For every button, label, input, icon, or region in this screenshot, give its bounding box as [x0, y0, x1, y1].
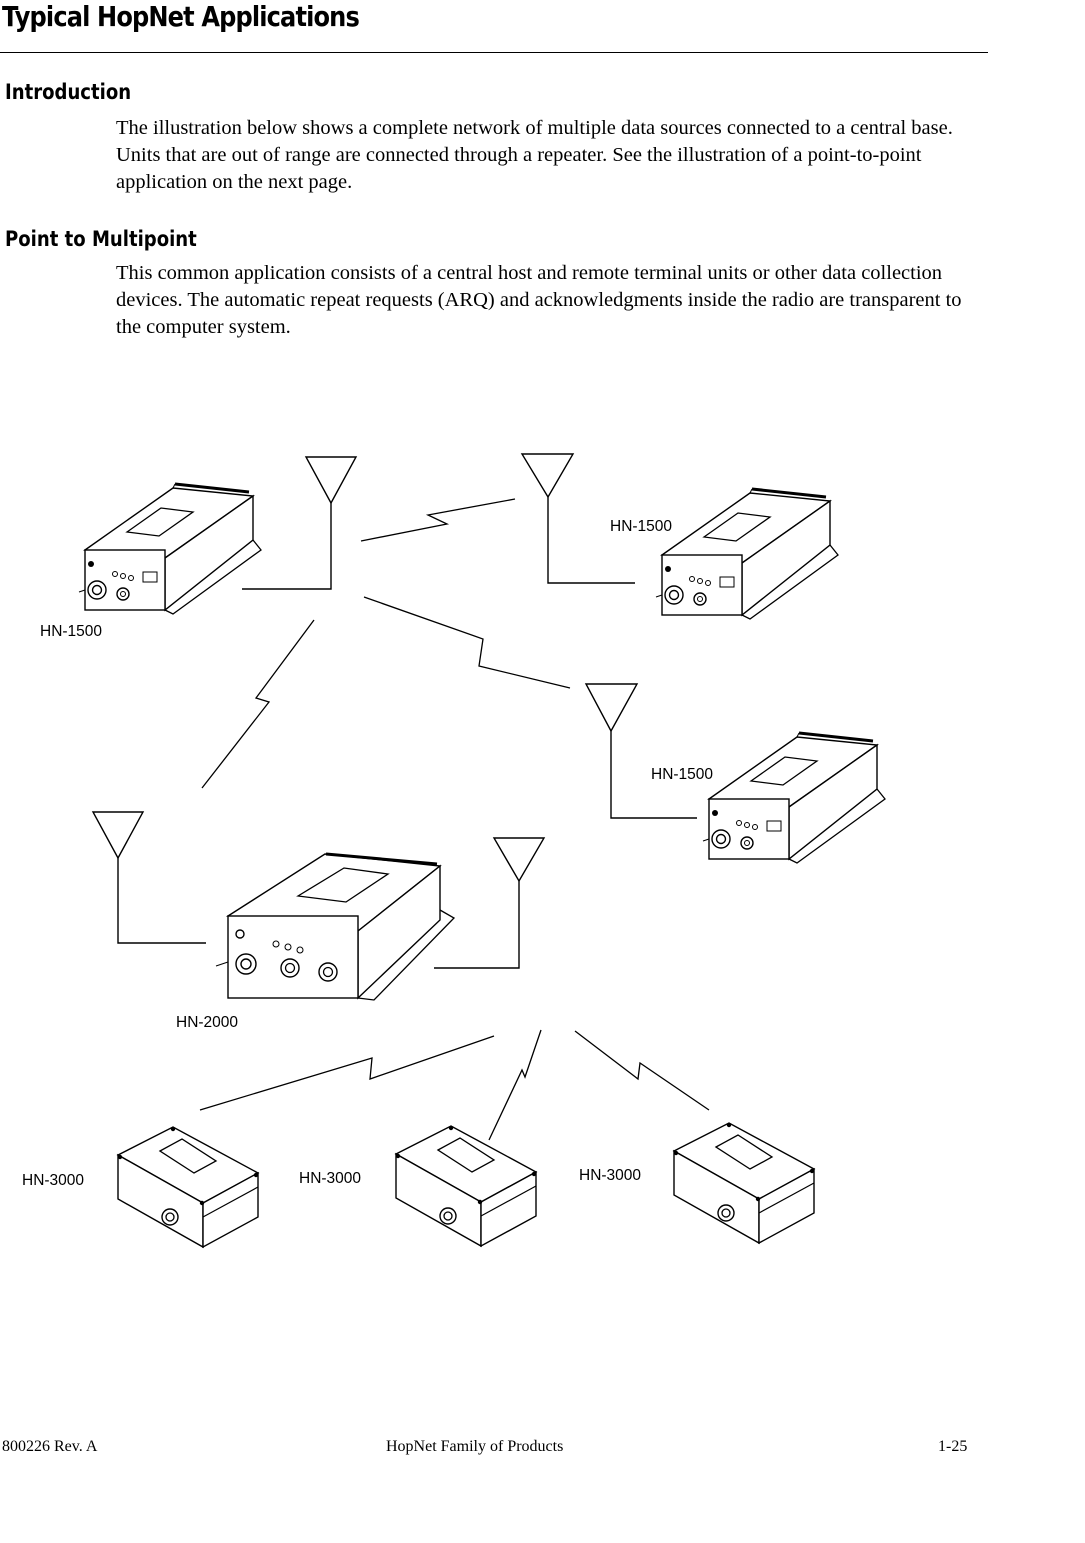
hn3000-remote-1	[117, 1126, 259, 1248]
hn1500-radio-left	[77, 482, 263, 616]
antenna-symbols	[91, 453, 639, 883]
label-hn3000-1: HN-3000	[22, 1172, 84, 1189]
hn3000-remote-2	[395, 1125, 537, 1247]
footer-doc-number: 800226 Rev. A	[2, 1438, 98, 1455]
label-hn1500-left: HN-1500	[40, 623, 102, 640]
section-heading-point-to-multipoint: Point to Multipoint	[5, 227, 197, 251]
radio-links	[199, 498, 710, 1141]
paragraph-introduction: The illustration below shows a complete …	[116, 117, 953, 193]
paragraph-point-to-multipoint: This common application consists of a ce…	[116, 262, 962, 338]
label-hn1500-mid-right: HN-1500	[651, 766, 713, 783]
page-title: Typical HopNet Applications	[2, 0, 360, 33]
footer-center-title: HopNet Family of Products	[386, 1438, 564, 1455]
title-rule	[0, 52, 988, 53]
footer-page-number: 1-25	[938, 1438, 968, 1455]
label-hn2000: HN-2000	[176, 1014, 238, 1031]
section-heading-introduction: Introduction	[5, 80, 132, 104]
label-hn3000-2: HN-3000	[299, 1170, 361, 1187]
network-diagram: HN-1500 HN-1500 HN-1500 HN-2000 HN-3000 …	[22, 453, 887, 1248]
hn1500-radio-top-right	[654, 487, 840, 621]
label-hn3000-3: HN-3000	[579, 1167, 641, 1184]
hn1500-radio-mid-right	[701, 731, 887, 865]
feed-lines	[117, 497, 697, 969]
hn3000-remote-3	[673, 1122, 815, 1244]
hn2000-base-unit	[215, 852, 456, 1001]
label-hn1500-top-right: HN-1500	[610, 518, 672, 535]
